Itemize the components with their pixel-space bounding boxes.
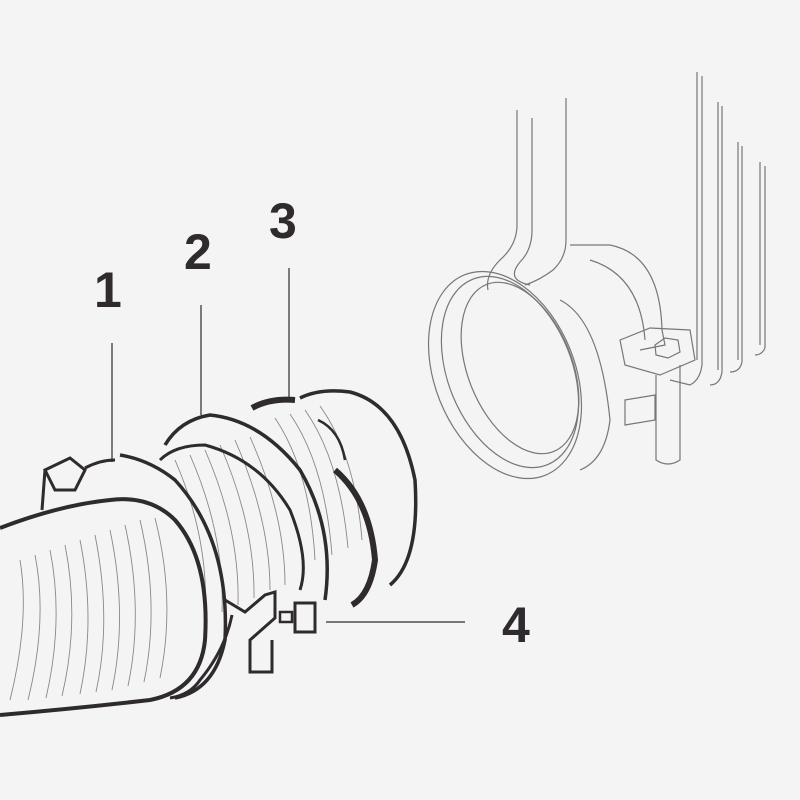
hose-assembly-drawing [0,268,465,717]
finned-fitting-drawing [427,72,766,480]
callout-label-3: 3 [269,193,297,249]
callout-label-4: 4 [502,597,530,653]
callout-label-2: 2 [184,224,212,280]
callout-label-1: 1 [94,262,122,318]
